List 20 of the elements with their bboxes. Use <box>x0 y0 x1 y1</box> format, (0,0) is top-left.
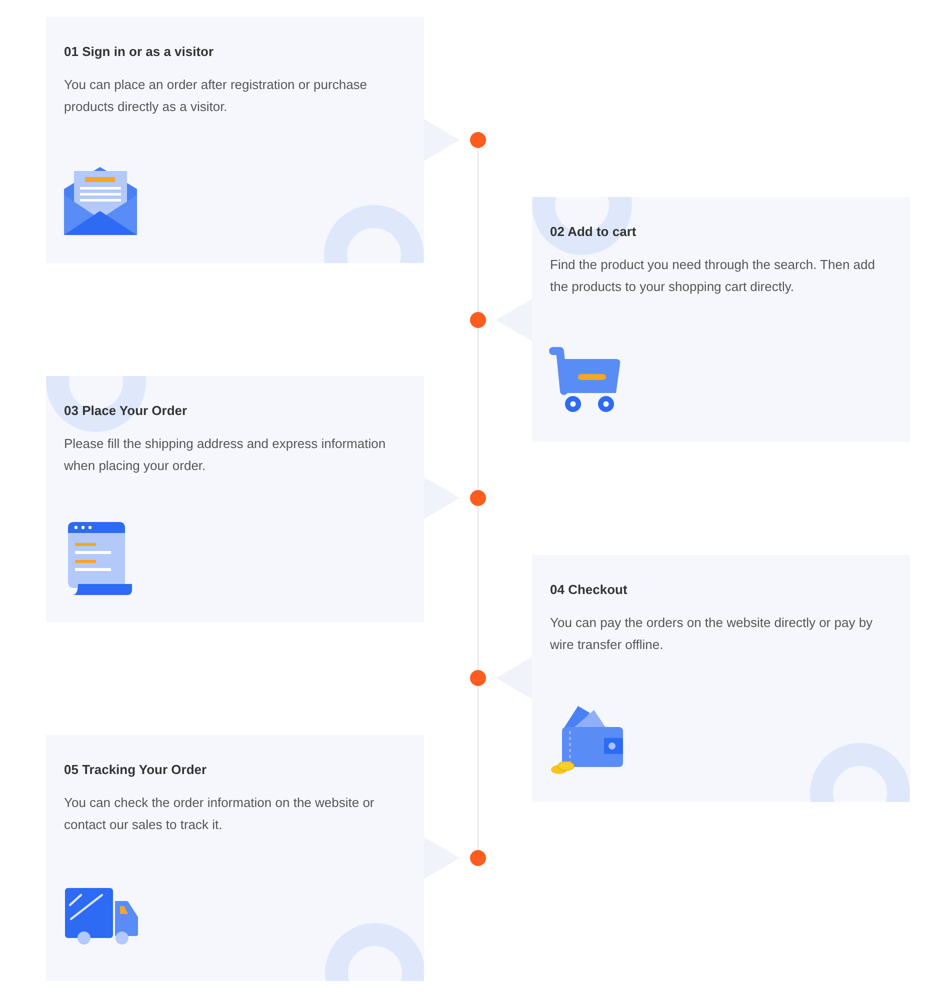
step-card <box>46 376 424 622</box>
step-title: 02 Add to cart <box>550 223 636 241</box>
step-title: 05 Tracking Your Order <box>64 761 207 779</box>
step-title: 04 Checkout <box>550 581 628 599</box>
timeline-dot <box>470 670 486 686</box>
step-title: 03 Place Your Order <box>64 402 188 420</box>
step-title: 01 Sign in or as a visitor <box>64 43 214 61</box>
timeline-dot <box>470 850 486 866</box>
step-card <box>46 735 424 981</box>
timeline-dot <box>470 132 486 148</box>
step-description: Find the product you need through the search. Then add the products to your shopping cart directly. <box>550 256 876 296</box>
step-card <box>532 555 910 802</box>
step-description: You can check the order information on the website or contact our sales to track it. <box>64 794 376 834</box>
timeline-dot <box>470 312 486 328</box>
step-card <box>46 17 424 263</box>
step-description: You can pay the orders on the website directly or pay by wire transfer offline. <box>550 614 874 654</box>
timeline-dot <box>470 490 486 506</box>
step-card <box>532 197 910 442</box>
step-description: Please fill the shipping address and express information when placing your order. <box>64 435 387 475</box>
step-description: You can place an order after registration or purchase products directly as a visitor. <box>64 76 368 116</box>
